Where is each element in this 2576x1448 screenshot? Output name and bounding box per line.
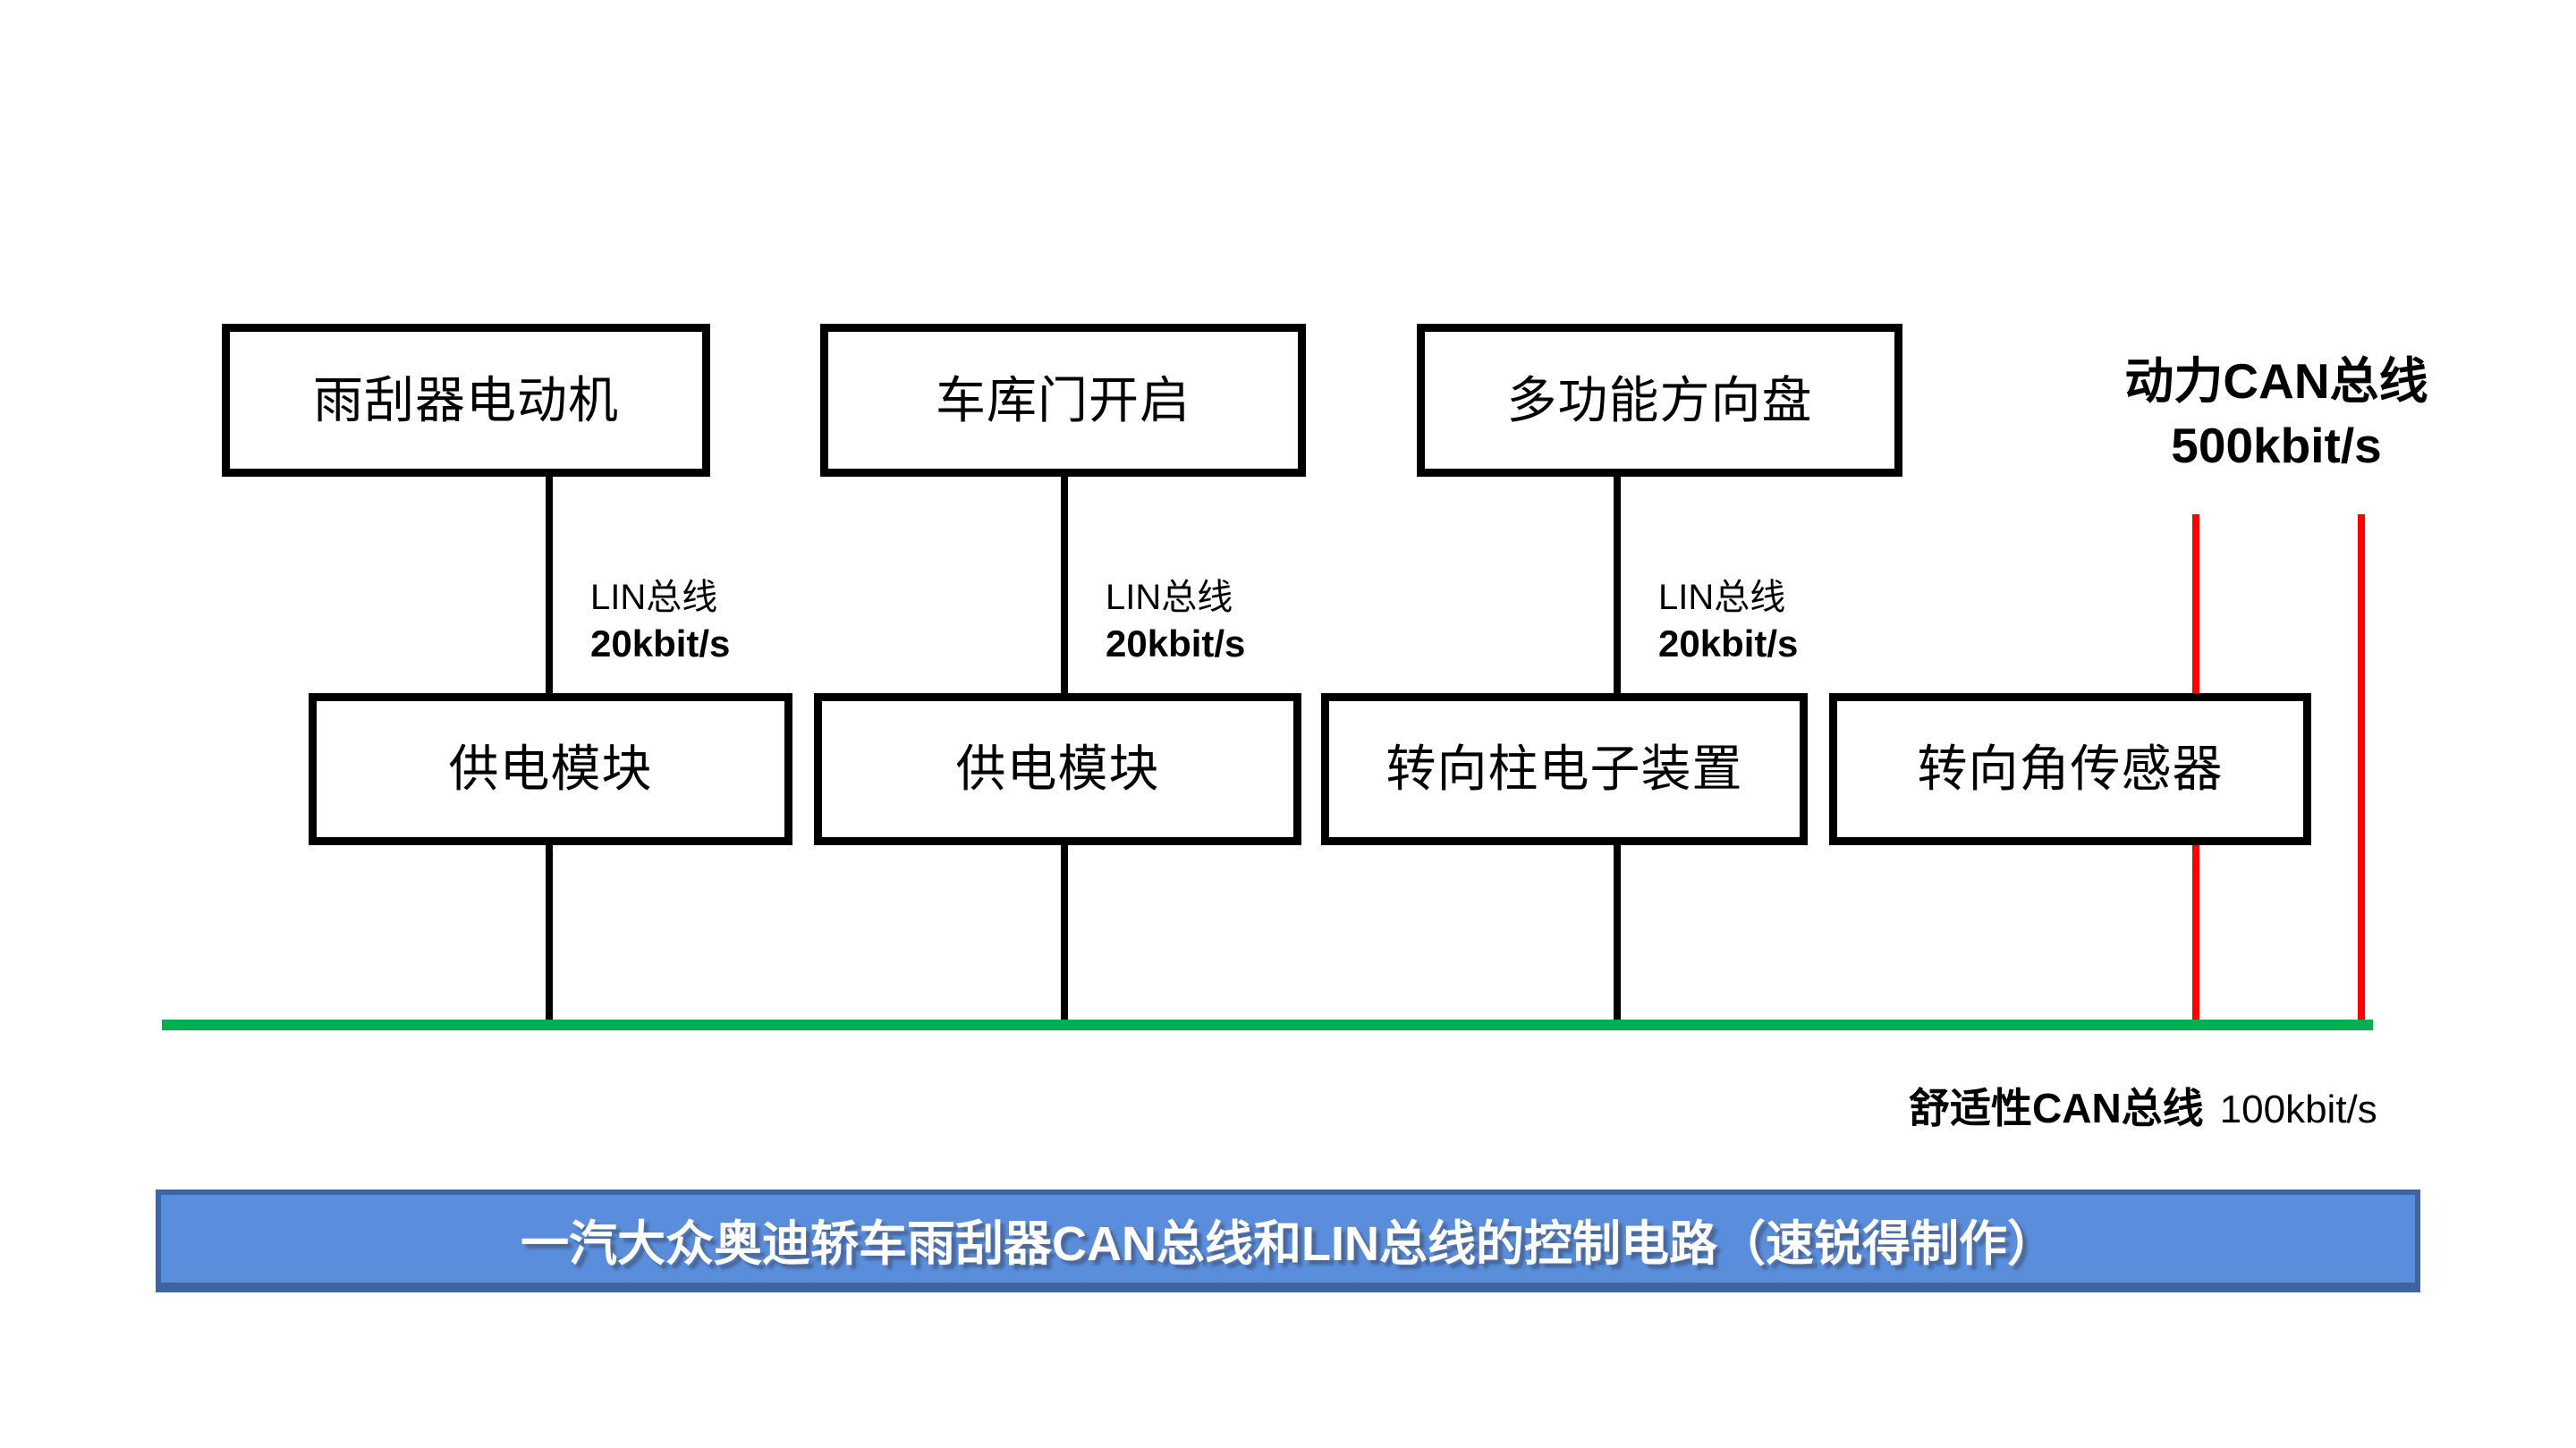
power-can-name: 动力CAN总线 [2124,353,2428,409]
node-label: 转向角传感器 [1917,741,2224,797]
node-label: 转向柱电子装置 [1385,741,1743,797]
lin-bus-name: LIN总线 [1658,578,1786,617]
lin-bus-rate: 20kbit/s [1106,622,1246,665]
node-wiper-motor: 雨刮器电动机 [222,324,710,477]
node-steering-angle-sensor: 转向角传感器 [1829,693,2311,845]
node-power-supply-module-2: 供电模块 [814,693,1301,845]
power-can-bus-line-2 [2358,514,2365,1023]
comfort-can-rate: 100kbit/s [2219,1088,2377,1131]
node-garage-door-opener: 车库门开启 [820,324,1306,477]
power-can-rate: 500kbit/s [2171,418,2382,473]
comfort-can-bus-line [162,1020,2373,1030]
comfort-can-name: 舒适性CAN总线 [1909,1085,2204,1131]
node-multifunction-steering-wheel: 多功能方向盘 [1417,324,1902,477]
lin-bus-label-1: LIN总线 20kbit/s [590,574,730,667]
node-power-supply-module-1: 供电模块 [309,693,792,845]
node-label: 供电模块 [955,741,1160,797]
node-label: 雨刮器电动机 [313,371,619,428]
lin-bus-name: LIN总线 [590,578,718,617]
node-steering-column-electronics: 转向柱电子装置 [1321,693,1808,845]
node-label: 供电模块 [448,741,653,797]
node-label: 车库门开启 [936,371,1191,428]
comfort-can-label: 舒适性CAN总线 100kbit/s [1909,1076,2377,1135]
node-label: 多功能方向盘 [1506,371,1813,428]
power-can-label: 动力CAN总线 500kbit/s [2048,349,2504,478]
lin-bus-label-2: LIN总线 20kbit/s [1106,574,1245,667]
lin-bus-name: LIN总线 [1106,578,1233,617]
lin-bus-label-3: LIN总线 20kbit/s [1658,574,1798,667]
caption-title: 一汽大众奥迪轿车雨刮器CAN总线和LIN总线的控制电路（速锐得制作） [521,1216,2055,1271]
caption-banner: 一汽大众奥迪轿车雨刮器CAN总线和LIN总线的控制电路（速锐得制作） [156,1190,2420,1292]
lin-bus-rate: 20kbit/s [1658,622,1799,665]
lin-bus-rate: 20kbit/s [590,622,731,665]
